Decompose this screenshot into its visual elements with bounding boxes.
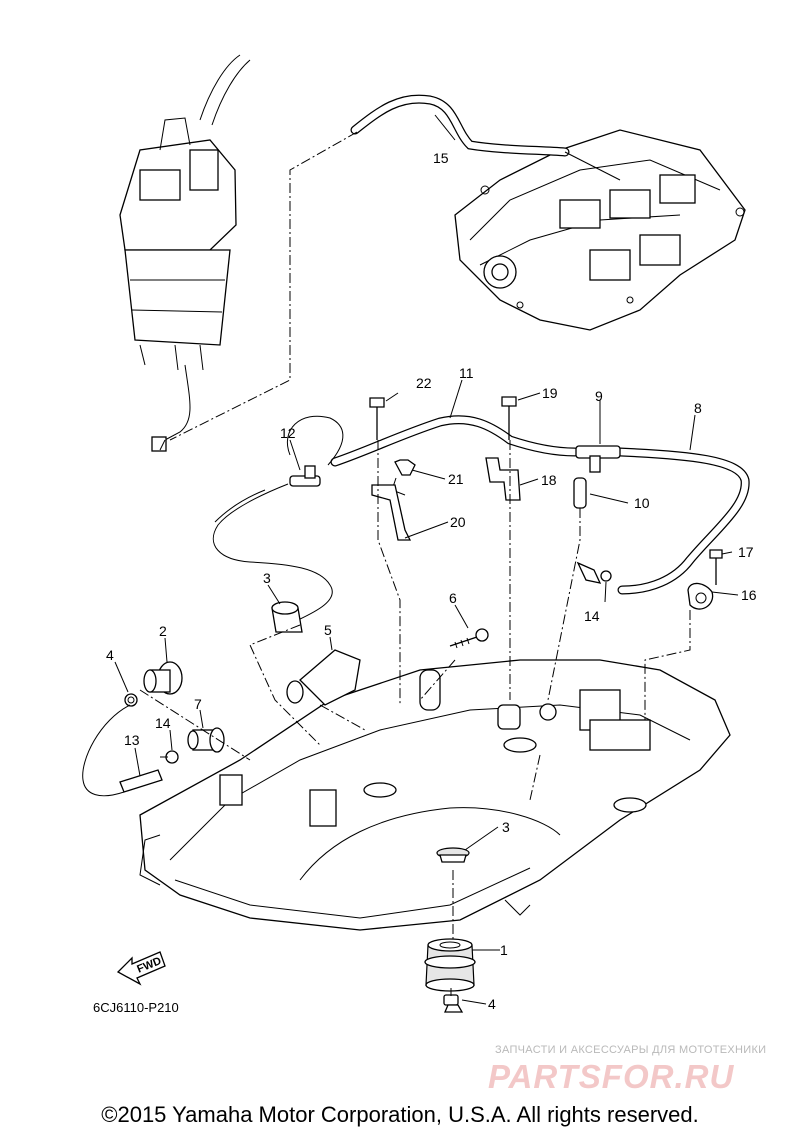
part-number: 13 [124,732,140,748]
part-number: 1 [500,942,508,958]
part-number: 3 [263,570,271,586]
exhaust-guide-drawing [454,129,746,331]
part-number: 4 [488,996,496,1012]
part-number: 20 [450,514,466,530]
clamp-16 [687,582,714,610]
part-number: 22 [416,375,432,391]
grommet-3-lower [436,847,470,863]
part-number: 18 [541,472,557,488]
watermark-caption: ЗАПЧАСТИ И АКСЕССУАРЫ ДЛЯ МОТОТЕХНИКИ [495,1044,767,1056]
joint-12 [286,415,344,487]
diagram-code: 6CJ6110-P210 [93,1000,179,1015]
part-number: 15 [433,150,449,166]
leader-lines [114,114,739,1005]
grommet-7 [187,727,225,753]
bolt-19 [501,396,517,440]
copyright-notice: ©2015 Yamaha Motor Corporation, U.S.A. A… [101,1102,699,1127]
fwd-arrow-icon: FWD [116,951,166,986]
part-number: 4 [106,647,114,663]
grommet-3-upper [271,601,303,633]
bracket-18 [485,457,521,501]
screw-6 [449,628,489,649]
leader-hose-15 [169,131,358,441]
part-number: 9 [595,388,603,404]
hose-8 [615,447,750,595]
part-number: 14 [155,715,171,731]
hose-13 [82,704,163,797]
joint-9 [575,445,621,473]
hose-10 [573,477,587,509]
clip-14-right [576,561,612,584]
part-number: 17 [738,544,754,560]
part-number: 19 [542,385,558,401]
assembly-lines [139,440,691,996]
hose-11 [330,415,580,467]
part-number: 3 [502,819,510,835]
hose-15 [350,94,621,181]
part-number: 11 [459,365,474,381]
part-number: 14 [584,608,600,624]
clip-14-left [160,750,179,764]
part-number: 2 [159,623,167,639]
bolt-17 [709,549,723,585]
bolt-22 [369,397,385,440]
grommet-5 [286,649,361,706]
grommet-1 [424,938,476,992]
part-number: 8 [694,400,702,416]
part-number: 16 [741,587,757,603]
vapor-separator-drawing [119,54,251,452]
grommet-2 [143,661,183,695]
loop-hose-12 [212,483,333,621]
part-number: 7 [194,696,202,712]
watermark-logo: PARTSFOR.RU [488,1058,735,1095]
part-number: 21 [448,471,464,487]
part-number: 6 [449,590,457,606]
part-number: 5 [324,622,332,638]
part-number: 12 [280,425,296,441]
clip-4-lower [443,994,464,1013]
part-number: 10 [634,495,650,511]
bottom-cowling-drawing [139,659,731,931]
part-number-labels: 1 2 3 3 4 4 5 6 7 8 9 10 11 12 13 14 14 … [106,150,757,1012]
bracket-20 [371,484,412,541]
clip-4-left [124,693,138,707]
